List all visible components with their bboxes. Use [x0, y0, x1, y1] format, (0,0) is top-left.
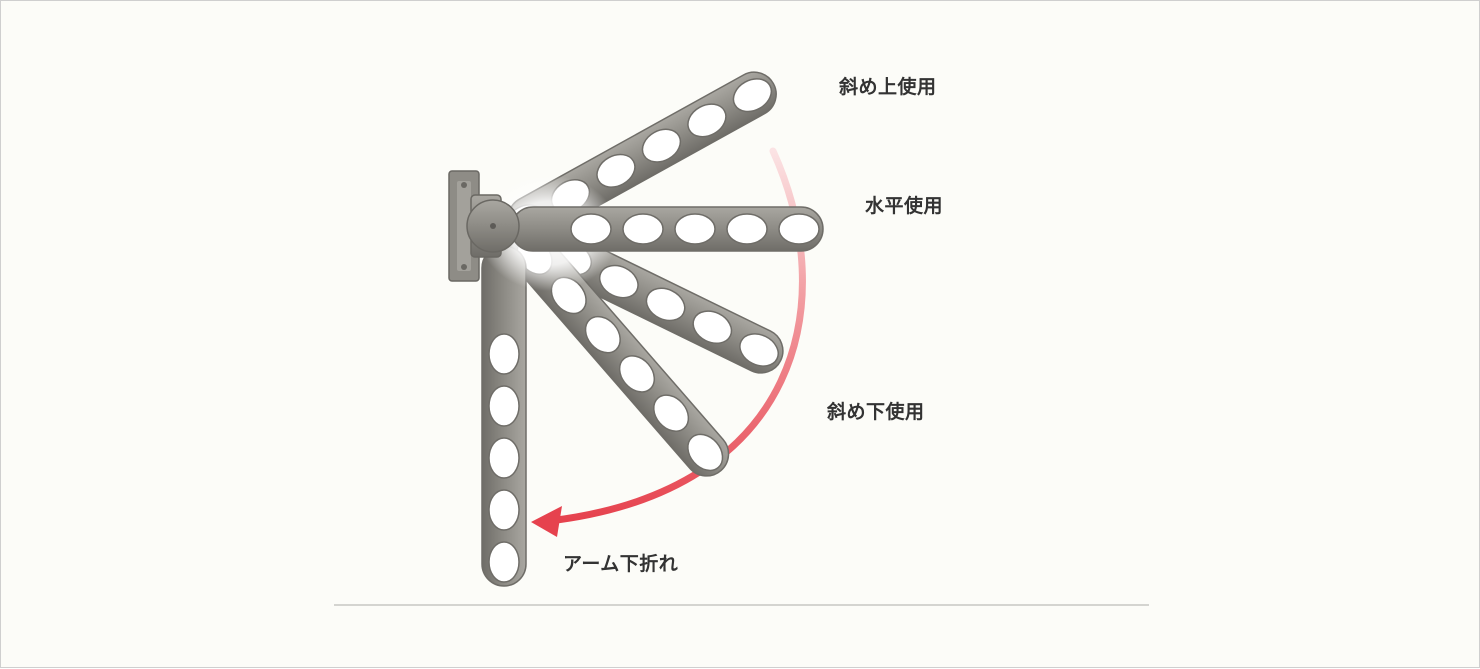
arm-hole	[641, 128, 682, 163]
arm-folded	[481, 245, 527, 587]
arm-hole	[488, 385, 520, 427]
arm-hole	[488, 489, 520, 531]
arm-horizontal	[510, 206, 824, 252]
arm-hole	[692, 310, 733, 345]
arm-hole	[652, 394, 690, 432]
upper-angle-label: 斜め上使用	[839, 76, 937, 98]
arm-hole	[596, 153, 636, 188]
arm-hole	[618, 355, 656, 393]
arm-hole	[488, 333, 520, 375]
horizontal-label: 水平使用	[865, 195, 944, 217]
arm-hole	[488, 541, 520, 583]
divider	[334, 604, 1149, 606]
arm-hole	[598, 264, 639, 299]
arm-hole	[584, 315, 621, 354]
wall-bracket	[448, 170, 520, 282]
arm-hole	[726, 213, 768, 245]
arm-hole	[778, 213, 820, 245]
arm-hole	[488, 437, 520, 479]
arm-hole	[739, 333, 779, 367]
arm-hole	[570, 213, 612, 245]
arms-group	[481, 71, 784, 587]
arm-hole	[645, 287, 686, 322]
arm-hole	[674, 213, 716, 245]
arm-hole	[622, 213, 664, 245]
lower-angle-label: 斜め下使用	[827, 401, 925, 423]
horizontal-arm-group	[510, 206, 824, 252]
arrow-head-icon	[531, 506, 562, 537]
arm-hole	[732, 78, 773, 113]
fold-down-label: アーム下折れ	[563, 553, 679, 575]
arm-hole	[687, 103, 727, 138]
arm-hole	[687, 433, 724, 472]
